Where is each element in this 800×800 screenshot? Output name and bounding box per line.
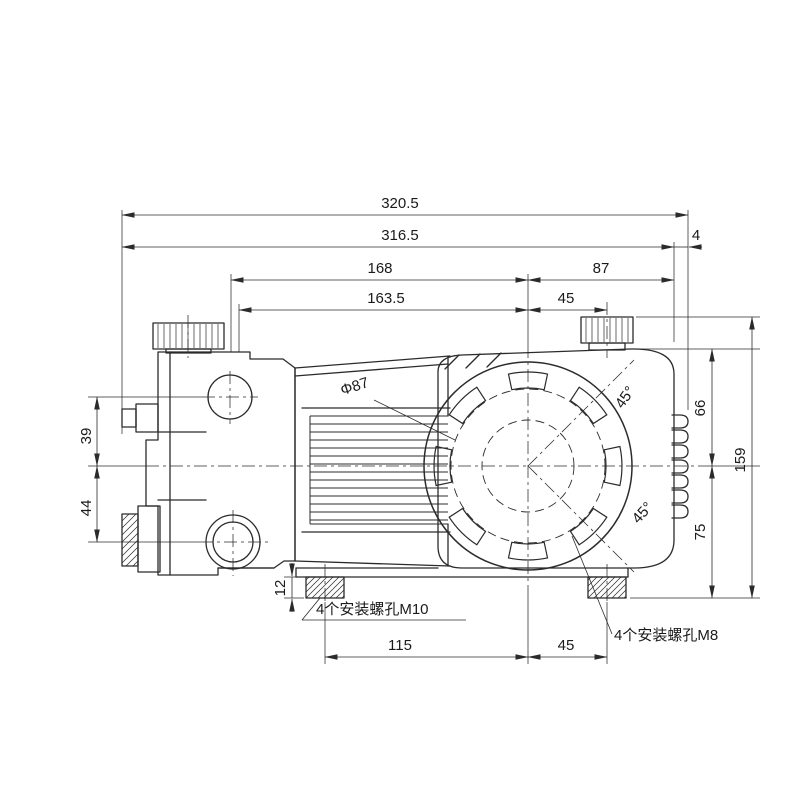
label-top-to-center: 66 xyxy=(692,400,709,417)
centerlines xyxy=(146,302,700,602)
hatching xyxy=(121,318,629,599)
note-m10-mounting-holes: 4个安装螺孔M10 xyxy=(316,601,429,618)
casing-outline xyxy=(437,348,675,569)
pump-body xyxy=(121,316,689,599)
valve-head-outline xyxy=(145,351,296,576)
leader-lines xyxy=(301,399,613,635)
m8-note-leader xyxy=(571,535,613,635)
label-center-to-foot: 75 xyxy=(692,524,709,541)
lower-hose-fitting xyxy=(121,505,161,573)
label-foot-hole-to-center: 115 xyxy=(388,637,412,654)
label-center-to-plug: 45 xyxy=(558,290,575,307)
valve-head-details xyxy=(157,351,275,576)
label-angle-lower: 45° xyxy=(629,499,657,527)
label-lower-port-offset: 44 xyxy=(78,500,95,517)
crankcase xyxy=(294,352,502,567)
label-angle-upper: 45° xyxy=(612,383,639,411)
bolt-slots xyxy=(433,371,623,561)
right-ribs xyxy=(671,414,689,519)
label-overall-length: 320.5 xyxy=(381,195,419,212)
label-upper-port-offset: 39 xyxy=(78,428,95,445)
angle-line-upper xyxy=(527,359,635,467)
label-left-to-center-lower: 163.5 xyxy=(367,290,405,307)
label-center-to-right-flange: 87 xyxy=(593,260,610,277)
extension-lines xyxy=(88,210,760,664)
upper-hose-fitting xyxy=(121,403,159,433)
mounting-base xyxy=(295,567,629,599)
cooling-fins xyxy=(309,415,448,525)
angle-line-lower xyxy=(527,465,635,573)
label-bolt-circle-diameter: Φ87 xyxy=(338,374,371,399)
dimension-lines xyxy=(94,212,755,660)
label-center-to-foot-hole: 45 xyxy=(558,637,575,654)
label-left-to-center: 168 xyxy=(367,260,392,277)
note-m8-mounting-holes: 4个安装螺孔M8 xyxy=(614,627,718,644)
m10-note-leader xyxy=(301,597,321,621)
inlet-fitting-top xyxy=(152,322,225,354)
label-right-gap: 4 xyxy=(692,227,700,244)
bolt-circle-leader xyxy=(373,399,456,441)
label-body-length: 316.5 xyxy=(381,227,419,244)
label-foot-height: 12 xyxy=(272,580,289,597)
label-overall-height: 159 xyxy=(732,447,749,472)
